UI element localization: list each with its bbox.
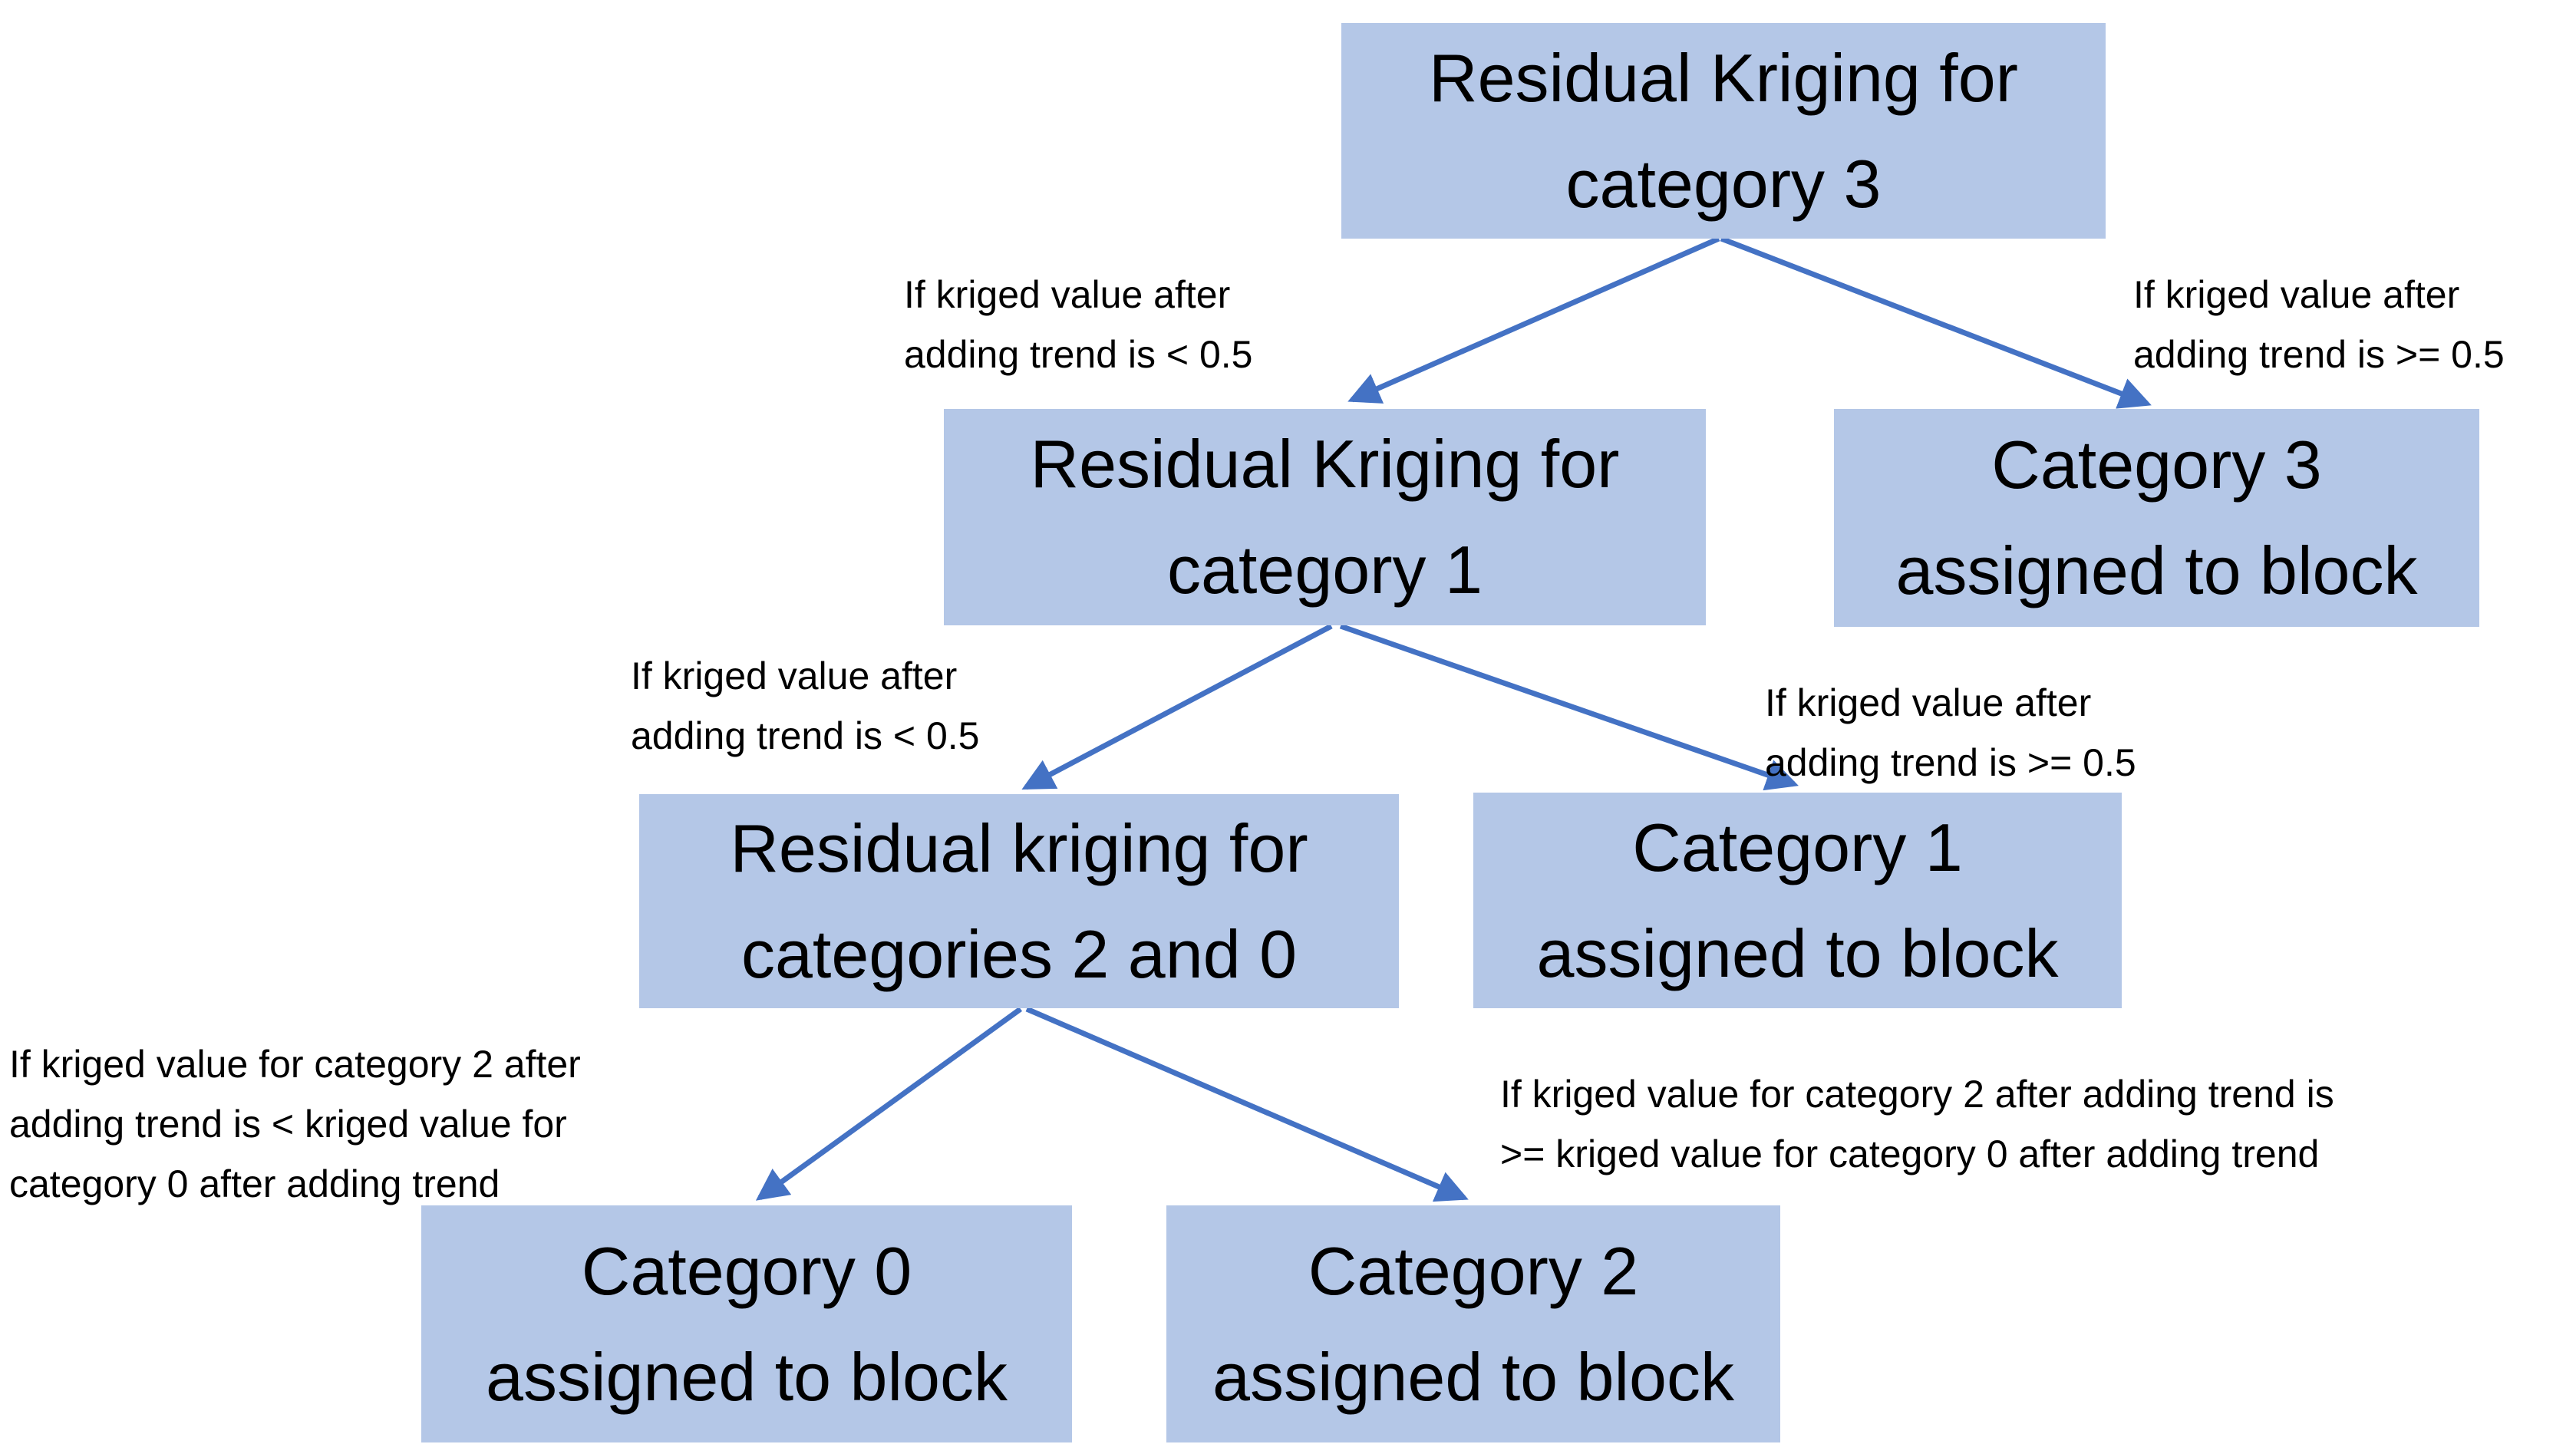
node-label-line: Category 3 bbox=[1991, 427, 2322, 503]
node-label-line: Category 1 bbox=[1632, 809, 1963, 885]
node-label-line: assigned to block bbox=[1895, 532, 2418, 608]
node-category-0-assigned: Category 0 assigned to block bbox=[421, 1205, 1072, 1442]
node-label-line: Residual kriging for bbox=[730, 809, 1308, 886]
edge-label-mid-right-ge-05: If kriged value after adding trend is >=… bbox=[1765, 673, 2136, 793]
arrow-category-1-to-category-1-assigned bbox=[1339, 623, 1799, 791]
node-category-2-assigned: Category 2 assigned to block bbox=[1166, 1205, 1780, 1442]
edge-label-line: If kriged value after bbox=[904, 273, 1231, 316]
edge-label-line: If kriged value for category 2 after add… bbox=[1500, 1073, 2334, 1116]
edge-label-bottom-left-cat2-lt-cat0: If kriged value for category 2 after add… bbox=[9, 1034, 581, 1214]
edge-label-bottom-right-cat2-ge-cat0: If kriged value for category 2 after add… bbox=[1500, 1064, 2334, 1184]
node-label-line: assigned to block bbox=[1536, 915, 2059, 991]
edge-label-line: category 0 after adding trend bbox=[9, 1162, 500, 1205]
edge-label-line: If kriged value for category 2 after bbox=[9, 1043, 581, 1086]
node-category-1-assigned: Category 1 assigned to block bbox=[1473, 793, 2122, 1008]
node-label-line: Category 2 bbox=[1308, 1232, 1639, 1309]
node-label-line: assigned to block bbox=[1212, 1338, 1734, 1415]
node-label-line: category 3 bbox=[1565, 145, 1882, 222]
node-label-line: categories 2 and 0 bbox=[740, 915, 1298, 992]
node-label-line: assigned to block bbox=[486, 1338, 1008, 1415]
edge-label-mid-left-lt-05: If kriged value after adding trend is < … bbox=[631, 646, 980, 766]
edge-label-line: adding trend is < 0.5 bbox=[904, 333, 1253, 376]
node-label-line: Residual Kriging for bbox=[1429, 39, 2018, 116]
edge-label-root-right-ge-05: If kriged value after adding trend is >=… bbox=[2133, 265, 2505, 384]
node-label-line: category 1 bbox=[1167, 532, 1483, 608]
edge-label-line: adding trend is < kriged value for bbox=[9, 1103, 567, 1146]
node-label-line: Residual Kriging for bbox=[1030, 426, 1620, 502]
node-label-line: Category 0 bbox=[581, 1232, 912, 1309]
arrow-category-1-to-residual-kriging-categories-2-and-0 bbox=[1021, 623, 1333, 790]
node-category-3-assigned: Category 3 assigned to block bbox=[1834, 409, 2479, 627]
edge-label-root-left-lt-05: If kriged value after adding trend is < … bbox=[904, 265, 1253, 384]
edge-label-line: adding trend is >= 0.5 bbox=[2133, 333, 2505, 376]
edge-label-line: If kriged value after bbox=[2133, 273, 2460, 316]
arrow-root-to-category-3-assigned bbox=[1720, 236, 2152, 409]
node-residual-kriging-category-1: Residual Kriging for category 1 bbox=[944, 409, 1706, 625]
arrow-categories-2-and-0-to-category-0-assigned bbox=[755, 1007, 1023, 1201]
arrow-root-to-residual-kriging-category-1 bbox=[1347, 236, 1720, 404]
edge-label-line: If kriged value after bbox=[631, 654, 958, 697]
edge-label-line: >= kriged value for category 0 after add… bbox=[1500, 1133, 2320, 1175]
node-residual-kriging-categories-2-and-0: Residual kriging for categories 2 and 0 bbox=[639, 794, 1399, 1008]
edge-label-line: If kriged value after bbox=[1765, 681, 2092, 724]
edge-label-line: adding trend is >= 0.5 bbox=[1765, 741, 2136, 784]
arrow-categories-2-and-0-to-category-2-assigned bbox=[1025, 1006, 1469, 1202]
edge-label-line: adding trend is < 0.5 bbox=[631, 714, 980, 757]
node-residual-kriging-category-3: Residual Kriging for category 3 bbox=[1341, 23, 2106, 239]
